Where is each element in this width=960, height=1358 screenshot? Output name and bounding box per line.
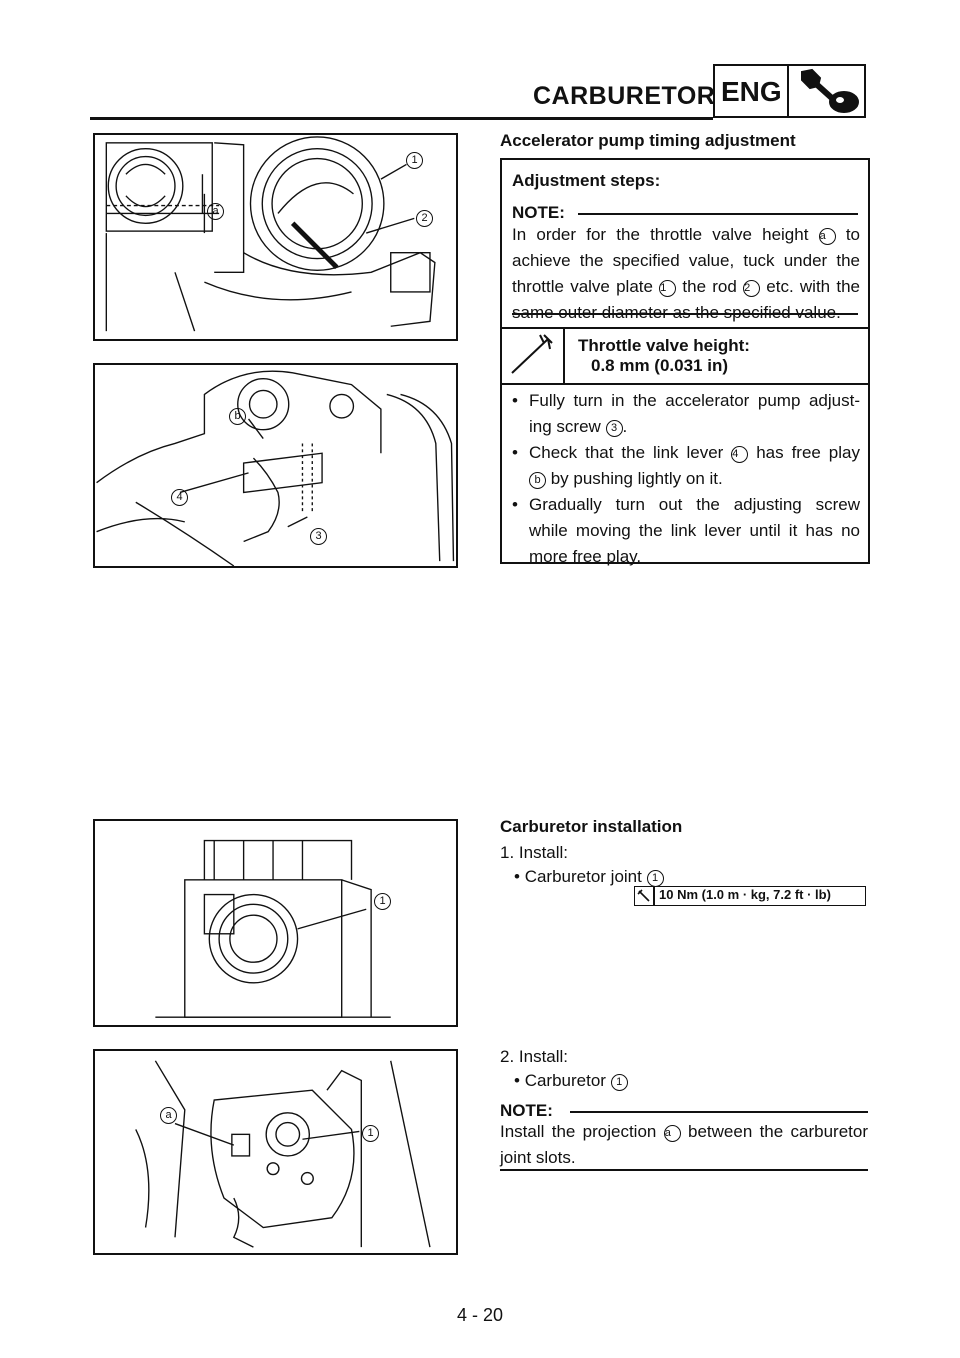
torque-value: 10 Nm (1.0 m · kg, 7.2 ft · lb) — [659, 887, 831, 902]
step2-label: 2. Install: — [500, 1047, 569, 1066]
install-note-text: Install the projection a between the car… — [500, 1122, 868, 1167]
section-title: CARBURETOR — [533, 82, 716, 110]
section-tag-box — [713, 64, 866, 118]
list-item: • Fully turn in the accelerator pump adj… — [512, 391, 860, 437]
callout-a: a — [207, 203, 224, 220]
note-label: NOTE: — [500, 1101, 553, 1120]
spec-label: Throttle valve height: — [578, 336, 750, 355]
engine-wrench-icon — [790, 66, 864, 116]
note-end-rule — [500, 1169, 868, 1171]
bullet-list: • Fully turn in the accelerator pump adj… — [512, 388, 860, 570]
list-item: • Gradually turn out the adjusting screw… — [512, 495, 860, 566]
section-tag-divider — [787, 64, 789, 118]
adjustment-steps-heading: Adjustment steps: — [512, 171, 661, 190]
list-item: • Check that the link lever 4 has free p… — [512, 443, 860, 489]
spec-top-rule — [500, 327, 870, 329]
callout-4: 4 — [171, 489, 188, 506]
page-number: 4 - 20 — [456, 1305, 504, 1325]
step2-item: • Carburetor 1 — [514, 1068, 628, 1094]
torque-divider — [653, 886, 655, 906]
ref-a: a — [818, 228, 836, 245]
figure-throttle-valve-height — [93, 133, 458, 341]
torque-box — [634, 886, 866, 906]
figure-accelerator-pump — [93, 363, 458, 568]
callout-b: b — [229, 408, 246, 425]
ref-2: 2 — [743, 280, 761, 297]
section-tag: ENG — [721, 76, 782, 107]
spec-value: 0.8 mm (0.031 in) — [591, 356, 729, 375]
note-end-rule — [512, 313, 858, 315]
ref-a: a — [663, 1125, 681, 1142]
spec-bottom-rule — [500, 383, 870, 385]
header-rule — [90, 117, 713, 120]
note-text: In order for the throttle valve height a… — [512, 225, 861, 322]
figure-carburetor — [93, 1049, 458, 1255]
callout-1: 1 — [362, 1125, 379, 1142]
callout-1: 1 — [406, 152, 423, 169]
spec-divider — [563, 327, 565, 383]
note-rule — [570, 1111, 868, 1113]
adjustment-steps-box — [500, 158, 870, 564]
ref-1: 1 — [659, 280, 677, 297]
caliper-icon — [508, 331, 558, 377]
ref-1: 1 — [646, 870, 664, 887]
ref-3: 3 — [605, 420, 623, 437]
ref-4: 4 — [731, 446, 749, 463]
callout-1: 1 — [374, 893, 391, 910]
note-label: NOTE: — [512, 203, 565, 222]
step1-label: 1. Install: — [500, 843, 569, 862]
step1-item: • Carburetor joint 1 — [514, 864, 664, 890]
note-rule — [578, 213, 858, 215]
callout-2: 2 — [416, 210, 433, 227]
torque-wrench-icon — [634, 886, 654, 906]
accel-pump-heading: Accelerator pump timing adjustment — [500, 131, 796, 150]
callout-a: a — [160, 1107, 177, 1124]
figure-carburetor-joint — [93, 819, 458, 1027]
ref-b: b — [529, 472, 546, 489]
callout-3: 3 — [310, 528, 327, 545]
installation-heading: Carburetor installation — [500, 817, 683, 836]
ref-1: 1 — [610, 1074, 628, 1091]
